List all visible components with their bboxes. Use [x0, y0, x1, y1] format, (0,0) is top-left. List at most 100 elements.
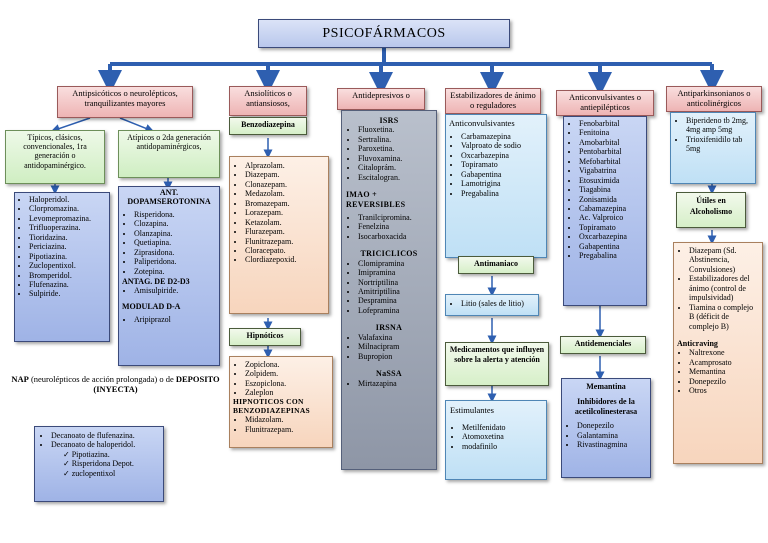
list-item: Isocarboxacida [358, 232, 432, 241]
irsna-items: ValafaxinaMilnacipramBupropion [346, 333, 432, 361]
list-item: Etosuximida [579, 176, 643, 185]
list-item: ✓ Pipotiazina. [63, 449, 110, 459]
estimulantes-title: Estimulantes [450, 405, 494, 415]
nap-note: NAP (neurolépticos de acción prolongada)… [8, 374, 223, 402]
list-item: Sulpiride. [29, 289, 107, 298]
anticonv-estab-items: CarbamazepinaValproato de sodioOxcarbaze… [449, 132, 543, 198]
medicamentos-alerta-title: Medicamentos que influyen sobre la alert… [445, 342, 549, 386]
list-item: Tiamina o complejo B (déficit de complej… [689, 303, 759, 331]
list-item: Metilfenidato [462, 423, 542, 432]
list-item: Flufenazina. [29, 280, 107, 289]
list-item: Acamprosato [689, 358, 759, 367]
list-item: Ziprasidona. [134, 248, 216, 257]
list-item: Amisulpiride. [134, 286, 216, 295]
list-item: Zotepina. [134, 267, 216, 276]
list-item: Aripiprazol [134, 315, 216, 324]
list-item: Risperidona. [134, 210, 216, 219]
list-item: Topiramato [579, 223, 643, 232]
list-item: Bromazepam. [245, 199, 325, 208]
irsna-title: IRSNA [375, 323, 403, 333]
list-item: Trifluoperazina. [29, 223, 107, 232]
list-item: Levomepromazina. [29, 214, 107, 223]
imao-title: IMAO + REVERSIBLES [346, 190, 406, 209]
antimaniaco-title: Antimaniaco [458, 256, 534, 274]
isrs-title: ISRS [379, 116, 399, 125]
utiles-alcoholismo-title: Útiles en Alcoholismo [676, 192, 746, 228]
antidepresivos-header: Antidepresivos o [337, 88, 425, 110]
list-item: Fluoxetina. [358, 125, 432, 134]
list-item: Eszopiclona. [245, 379, 329, 388]
list-item: Tioridazina. [29, 233, 107, 242]
tipicos-list: Haloperidol.Clorpromazina.Levomepromazin… [14, 192, 110, 342]
list-item: Lamotrigina [461, 179, 543, 188]
list-item: Cloracepato. [245, 246, 325, 255]
atipicos-header: Atípicos o 2da generación antidopaminérg… [118, 130, 220, 178]
modulad-title: MODULAD D-A [122, 301, 181, 311]
nassa-title: NaSSA [376, 369, 402, 379]
inhibidores-title: Inhibidores de la acetilcolinesterasa [574, 397, 638, 416]
list-item: Trioxifenidilo tab 5mg [686, 135, 752, 154]
check-icon: ✓ [63, 449, 72, 459]
list-item: Gabapentina [579, 242, 643, 251]
list-item: Medazolam. [245, 189, 325, 198]
antag-title: ANTAG. DE D2-D3 [122, 276, 190, 286]
list-item: Donepezilo [689, 377, 759, 386]
list-item: Haloperidol. [29, 195, 107, 204]
list-item: Decanoato de haloperidol. [51, 440, 159, 449]
deposito-check-items: ✓ Pipotiazina.✓ Risperidona Depot.✓ zucl… [39, 450, 159, 478]
estimulantes-items: MetilfenidatoAtomoxetinamodafinilo [450, 423, 542, 451]
antiparkinsonianos-header: Antiparkinsonianos o anticolinérgicos [666, 86, 762, 112]
isrs-items: Fluoxetina.Sertralina.Paroxetina.Fluvoxa… [346, 125, 432, 182]
antipsicoticos-header: Antipsicóticos o neurolépticos, tranquil… [57, 86, 193, 118]
modulad-items: Aripiprazol [122, 315, 216, 324]
hipnoticos-title: Hipnóticos [229, 328, 301, 346]
list-item: Diazepam (Sd. Abstinencia, Convulsiones) [689, 246, 759, 274]
list-item: Biperideno tb 2mg, 4mg amp 5mg [686, 116, 752, 135]
anticraving-title: Anticraving [677, 338, 718, 348]
inhibidores-items: DonepeziloGalantaminaRivastinagmina [565, 421, 647, 449]
list-item: Zopiclona. [245, 360, 329, 369]
list-item: Fenitoina [579, 128, 643, 137]
list-item: Mefobarbital [579, 157, 643, 166]
atipicos-items: Risperidona.Clozapina.Olanzapina.Quetiap… [122, 210, 216, 276]
list-item: Zaleplon [245, 388, 329, 397]
antiparkinsonianos-items: Biperideno tb 2mg, 4mg amp 5mgTrioxifeni… [674, 116, 752, 154]
list-item: Flunitrazepam. [245, 237, 325, 246]
anticonv-estab-title: Anticonvulsivantes [449, 118, 515, 128]
list-item: Lofepramina [358, 306, 432, 315]
list-item: Ac. Valproico [579, 213, 643, 222]
list-item: Valafaxina [358, 333, 432, 342]
antiparkinsonianos-list: Biperideno tb 2mg, 4mg amp 5mgTrioxifeni… [670, 112, 756, 184]
list-item: Clorpromazina. [29, 204, 107, 213]
list-item: Valproato de sodio [461, 141, 543, 150]
litio-box: Litio (sales de litio) [445, 294, 539, 316]
antiepilepticos-items: FenobarbitalFenitoinaAmobarbitalPentobar… [567, 119, 643, 261]
list-item: Diazepam. [245, 170, 325, 179]
check-icon: ✓ [63, 468, 72, 478]
list-item: Clonazepam. [245, 180, 325, 189]
antidemenciales-list: Memantina Inhibidores de la acetilcoline… [561, 378, 651, 478]
tipicos-header: Típicos, clásicos, convencionales, 1ra g… [5, 130, 105, 184]
atipicos-list: ANT. DOPAMSEROTONINA Risperidona.Clozapi… [118, 186, 220, 366]
alcoholismo-items: Diazepam (Sd. Abstinencia, Convulsiones)… [677, 246, 759, 331]
list-item: Quetiapina. [134, 238, 216, 247]
anticonvulsivantes-estab-list: Anticonvulsivantes CarbamazepinaValproat… [445, 114, 547, 258]
deposito-list: Decanoato de flufenazina.Decanoato de ha… [34, 426, 164, 502]
list-item: Despramina [358, 296, 432, 305]
list-item: Nortriptilina [358, 278, 432, 287]
list-item: Topiramato [461, 160, 543, 169]
antidemenciales-title: Antidemenciales [560, 336, 646, 354]
list-item: Naltrexone [689, 348, 759, 357]
list-item: Atomoxetina [462, 432, 542, 441]
list-item: Clordiazepoxid. [245, 255, 325, 264]
estabilizadores-header: Estabilizadores de ánimo o reguladores [445, 88, 541, 114]
list-item: Zonisamida [579, 195, 643, 204]
anticraving-items: NaltrexoneAcamprosatoMemantinaDonepezilo… [677, 348, 759, 395]
list-item: Citaloprám. [358, 163, 432, 172]
list-item: Carbamazepina [461, 132, 543, 141]
imao-items: Tranilcipromina.FenelzinaIsocarboxacida [346, 213, 432, 241]
list-item: Estabilizadores del ánimo (control de im… [689, 274, 759, 302]
list-item: Amobarbital [579, 138, 643, 147]
list-item: Otros [689, 386, 759, 395]
list-item: Cabamazepina [579, 204, 643, 213]
